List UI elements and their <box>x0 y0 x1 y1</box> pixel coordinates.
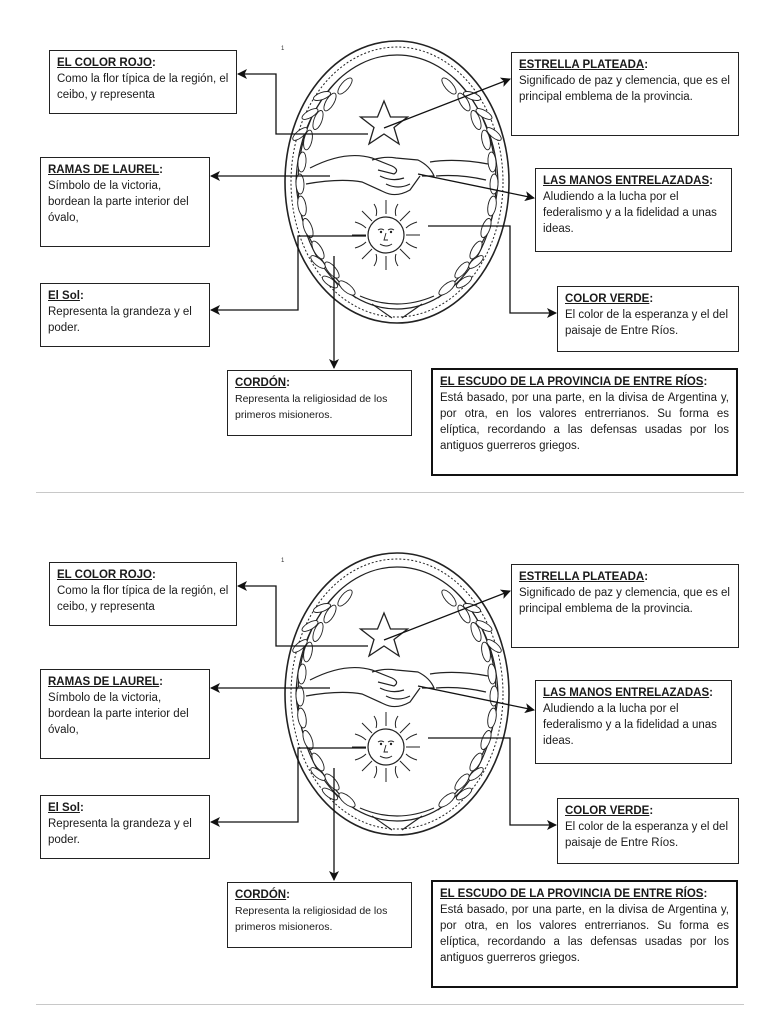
box-title: RAMAS DE LAUREL <box>48 676 160 688</box>
arrow-color-rojo <box>237 581 368 647</box>
box-color-rojo: EL COLOR ROJO: Como la flor típica de la… <box>49 562 237 626</box>
box-body: Significado de paz y clemencia, que es e… <box>519 587 730 615</box>
laurel-branches <box>292 77 502 319</box>
box-cordon: CORDÓN: Representa la religiosidad de lo… <box>227 370 412 436</box>
arrow-manos <box>417 685 535 714</box>
coat-of-arms-drawing <box>210 40 557 369</box>
page-number: 1 <box>281 558 285 564</box>
box-body: Representa la grandeza y el poder. <box>48 818 192 846</box>
box-title: EL ESCUDO DE LA PROVINCIA DE ENTRE RÍOS <box>440 888 704 900</box>
arrow-color-verde <box>428 737 557 830</box>
arrow-color-rojo <box>237 69 368 135</box>
box-title: EL ESCUDO DE LA PROVINCIA DE ENTRE RÍOS <box>440 376 704 388</box>
arrow-el-sol <box>210 747 366 827</box>
box-escudo-entre-rios: EL ESCUDO DE LA PROVINCIA DE ENTRE RÍOS:… <box>431 368 738 476</box>
box-title: EL COLOR ROJO <box>57 57 152 69</box>
divider <box>36 1004 744 1005</box>
arrow-color-verde <box>428 225 557 318</box>
box-el-sol: El Sol: Representa la grandeza y el pode… <box>40 283 210 347</box>
box-body: Aludiendo a la lucha por el federalismo … <box>543 703 717 747</box>
box-title: El Sol <box>48 290 80 302</box>
box-body: El color de la esperanza y el del paisaj… <box>565 309 729 337</box>
box-body: Significado de paz y clemencia, que es e… <box>519 75 730 103</box>
coat-of-arms-panel: 1 EL COLOR ROJO: Como la flor típica de … <box>0 512 768 1024</box>
box-body: Aludiendo a la lucha por el federalismo … <box>543 191 717 235</box>
arrow-el-sol <box>210 235 366 315</box>
handshake-icon <box>305 154 489 196</box>
arrow-estrella <box>383 77 511 129</box>
box-el-sol: El Sol: Representa la grandeza y el pode… <box>40 795 210 859</box>
box-estrella-plateada: ESTRELLA PLATEADA: Significado de paz y … <box>511 564 739 648</box>
laurel-branches <box>292 589 502 831</box>
box-title: CORDÓN <box>235 377 287 389</box>
box-body: Representa la grandeza y el poder. <box>48 306 192 334</box>
box-title: ESTRELLA PLATEADA <box>519 571 645 583</box>
box-body: Está basado, por una parte, en la divisa… <box>440 392 729 452</box>
box-title: LAS MANOS ENTRELAZADAS <box>543 687 710 699</box>
box-body: Símbolo de la victoria, bordean la parte… <box>48 180 189 224</box>
box-title: ESTRELLA PLATEADA <box>519 59 645 71</box>
page-number: 1 <box>281 46 285 52</box>
box-color-verde: COLOR VERDE: El color de la esperanza y … <box>557 286 739 352</box>
star-icon <box>358 611 410 658</box>
box-title: LAS MANOS ENTRELAZADAS <box>543 175 710 187</box>
connector-lines <box>210 581 557 881</box>
arrow-estrella <box>383 589 511 641</box>
box-body: Como la flor típica de la región, el cei… <box>57 585 229 613</box>
box-title: El Sol <box>48 802 80 814</box>
box-cordon: CORDÓN: Representa la religiosidad de lo… <box>227 882 412 948</box>
box-escudo-entre-rios: EL ESCUDO DE LA PROVINCIA DE ENTRE RÍOS:… <box>431 880 738 988</box>
box-color-verde: COLOR VERDE: El color de la esperanza y … <box>557 798 739 864</box>
sun-icon <box>352 200 420 270</box>
star-icon <box>358 99 410 146</box>
box-body: Representa la religiosidad de los primer… <box>235 393 388 421</box>
divider <box>36 492 744 493</box>
coat-of-arms-drawing <box>210 552 557 881</box>
box-title: EL COLOR ROJO <box>57 569 152 581</box>
box-manos-entrelazadas: LAS MANOS ENTRELAZADAS: Aludiendo a la l… <box>535 168 732 252</box>
box-title: COLOR VERDE <box>565 805 650 817</box>
box-title: RAMAS DE LAUREL <box>48 164 160 176</box>
coat-of-arms-panel: 1 EL COLOR ROJO: Como la flor típica de … <box>40 40 739 476</box>
box-body: Representa la religiosidad de los primer… <box>235 905 388 933</box>
box-ramas-laurel: RAMAS DE LAUREL: Símbolo de la victoria,… <box>40 157 210 247</box>
connector-lines <box>210 69 557 369</box>
box-body: El color de la esperanza y el del paisaj… <box>565 821 729 849</box>
box-body: Está basado, por una parte, en la divisa… <box>440 904 729 964</box>
box-title: CORDÓN <box>235 889 287 901</box>
box-manos-entrelazadas: LAS MANOS ENTRELAZADAS: Aludiendo a la l… <box>535 680 732 764</box>
arrow-manos <box>417 173 535 202</box>
handshake-icon <box>305 666 489 708</box>
sun-icon <box>352 712 420 782</box>
box-title: COLOR VERDE <box>565 293 650 305</box>
box-estrella-plateada: ESTRELLA PLATEADA: Significado de paz y … <box>511 52 739 136</box>
box-body: Símbolo de la victoria, bordean la parte… <box>48 692 189 736</box>
panel-bottom: 1 EL COLOR ROJO: Como la flor típica de … <box>0 512 768 1024</box>
box-ramas-laurel: RAMAS DE LAUREL: Símbolo de la victoria,… <box>40 669 210 759</box>
box-body: Como la flor típica de la región, el cei… <box>57 73 229 101</box>
panel-top: 1 EL COLOR ROJO: Como la flor típica de … <box>40 40 739 476</box>
box-color-rojo: EL COLOR ROJO: Como la flor típica de la… <box>49 50 237 114</box>
